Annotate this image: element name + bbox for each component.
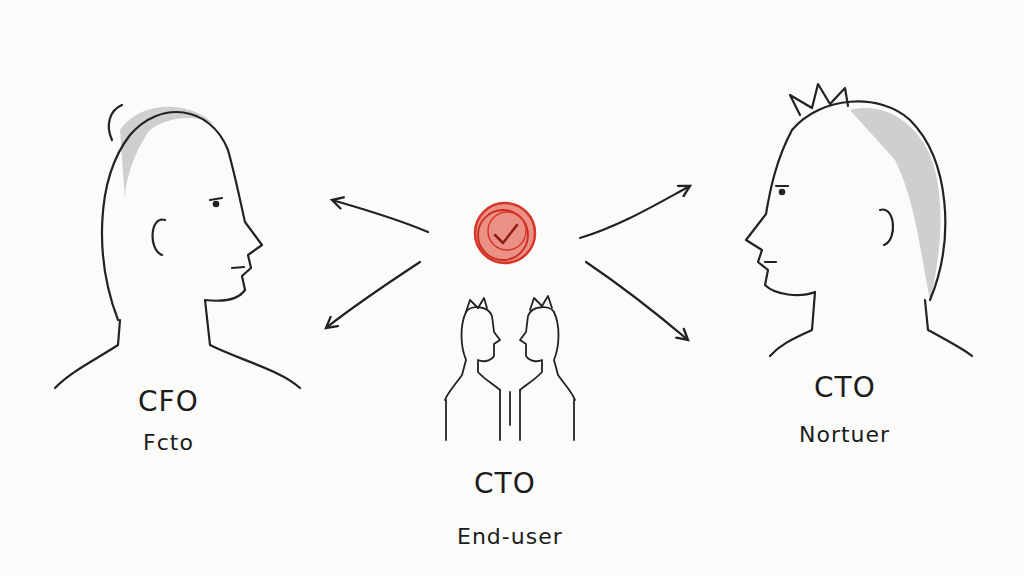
right-head: [746, 84, 972, 356]
end-user-pair: [445, 296, 575, 440]
approval-mark: [474, 202, 536, 264]
sub-label: Fcto: [143, 431, 194, 455]
left-head: [55, 105, 300, 388]
role-label: CFO: [138, 387, 199, 418]
role-label: CTO: [474, 469, 536, 500]
sub-label: Nortuer: [799, 423, 890, 447]
direction-arrows: [326, 186, 690, 340]
role-label: CTO: [814, 373, 876, 404]
sub-label: End-user: [457, 525, 563, 549]
